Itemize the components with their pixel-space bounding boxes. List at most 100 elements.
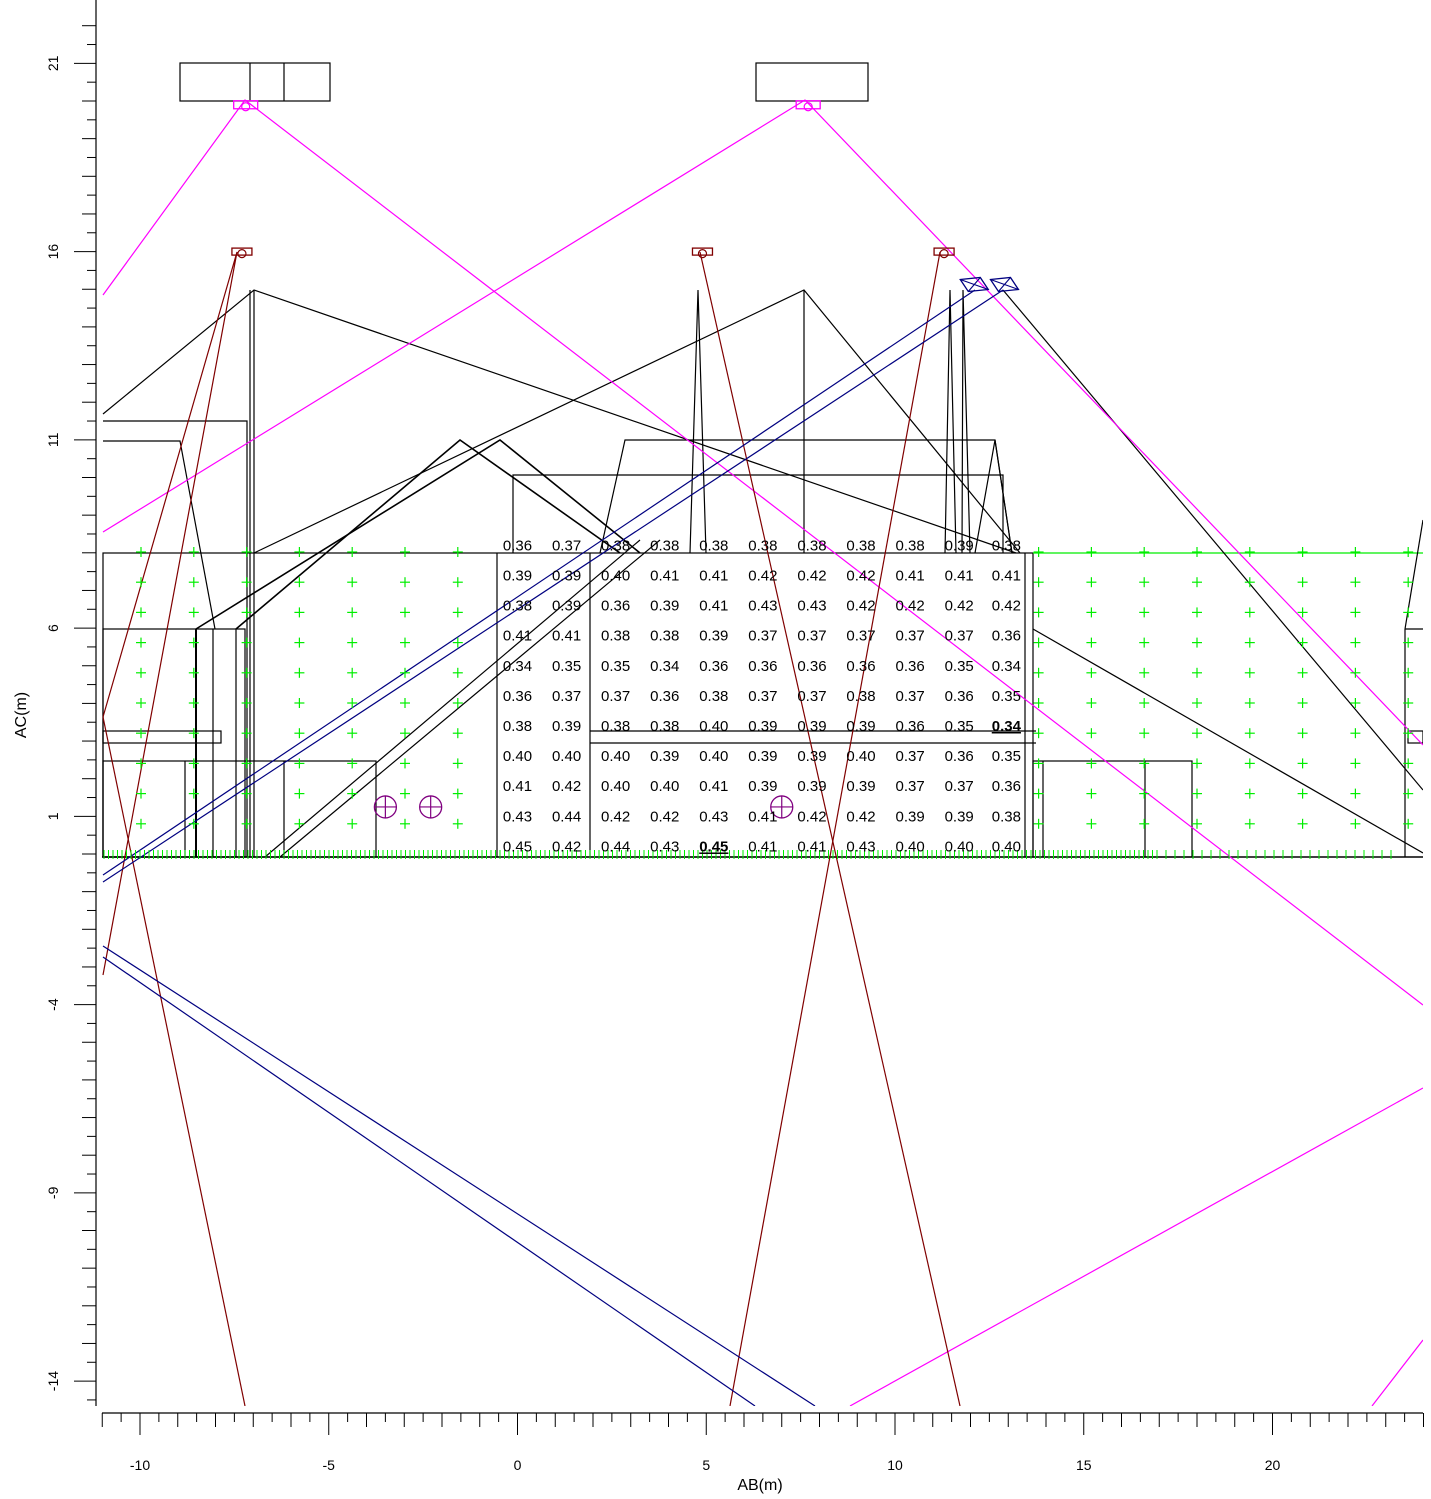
illuminance-value: 0.37 <box>895 688 924 705</box>
illuminance-value: 0.38 <box>992 537 1021 554</box>
illuminance-value: 0.36 <box>503 537 532 554</box>
floodlight-maroon-1 <box>691 247 714 259</box>
illuminance-value: 0.41 <box>992 567 1021 584</box>
stair-line-2 <box>279 539 661 858</box>
mid-spire <box>689 289 707 554</box>
illuminance-value: 0.35 <box>601 658 630 675</box>
floodlight-maroon-0 <box>231 247 253 259</box>
y-tick-label: 11 <box>45 432 61 447</box>
illuminance-value: 0.41 <box>797 838 826 855</box>
illuminance-value: 0.35 <box>992 688 1021 705</box>
illuminance-value: 0.41 <box>699 598 728 615</box>
illuminance-value: 0.34 <box>650 658 679 675</box>
illuminance-value: 0.40 <box>992 838 1021 855</box>
illuminance-value: 0.39 <box>748 748 777 765</box>
illuminance-value: 0.39 <box>552 718 581 735</box>
top-fixture-box-left <box>179 62 331 102</box>
floodlight-navy-0 <box>959 276 990 293</box>
illuminance-value: 0.36 <box>503 688 532 705</box>
illuminance-value: 0.41 <box>895 567 924 584</box>
x-tick-label: -10 <box>130 1457 150 1473</box>
illuminance-value: 0.42 <box>552 838 581 855</box>
building-outline <box>102 62 1423 858</box>
illuminance-value: 0.38 <box>503 718 532 735</box>
beam-magenta-4 <box>1371 1339 1423 1406</box>
beam-navy-1 <box>102 289 976 876</box>
illuminance-value: 0.35 <box>992 748 1021 765</box>
illuminance-value: 0.37 <box>846 628 875 645</box>
light-beams <box>102 99 1423 1406</box>
pole-symbol-2 <box>770 795 794 819</box>
floodlight-magenta-0 <box>233 100 259 112</box>
illuminance-value: 0.36 <box>650 688 679 705</box>
illuminance-value: 0.40 <box>601 778 630 795</box>
illuminance-value: 0.40 <box>601 748 630 765</box>
illuminance-value: 0.38 <box>797 537 826 554</box>
beam-magenta-1 <box>102 99 1423 1006</box>
y-tick-label: 1 <box>45 812 61 820</box>
illuminance-value: 0.38 <box>503 598 532 615</box>
illuminance-value: 0.42 <box>846 808 875 825</box>
illuminance-value: 0.38 <box>601 537 630 554</box>
illuminance-value: 0.39 <box>797 748 826 765</box>
floodlight-magenta-0-body <box>233 100 259 110</box>
right-spire-2 <box>961 289 971 554</box>
illuminance-value: 0.38 <box>748 537 777 554</box>
illuminance-value: 0.44 <box>601 838 630 855</box>
illuminance-value: 0.43 <box>650 838 679 855</box>
right-spire <box>944 289 957 554</box>
illuminance-value: 0.39 <box>650 598 679 615</box>
illuminance-value: 0.38 <box>846 537 875 554</box>
illuminance-value: 0.43 <box>503 808 532 825</box>
illuminance-value: 0.43 <box>748 598 777 615</box>
left-canopy <box>102 730 222 744</box>
illuminance-value: 0.42 <box>992 598 1021 615</box>
illuminance-value: 0.42 <box>797 567 826 584</box>
right-spire-3 <box>974 439 1013 554</box>
illuminance-value: 0.41 <box>503 628 532 645</box>
x-axis-title: AB(m) <box>737 1477 782 1494</box>
illuminance-value: 0.40 <box>945 838 974 855</box>
beam-navy-4 <box>102 956 756 1406</box>
right-diagonal <box>1032 628 1423 854</box>
illuminance-value: 0.39 <box>797 778 826 795</box>
illuminance-value: 0.36 <box>699 658 728 675</box>
central-hall <box>512 474 1004 553</box>
illuminance-value: 0.45 <box>503 838 532 855</box>
illuminance-value: 0.39 <box>945 537 974 554</box>
illuminance-value: 0.38 <box>650 718 679 735</box>
illuminance-value: 0.36 <box>895 658 924 675</box>
illuminance-value: 0.39 <box>699 628 728 645</box>
illuminance-value: 0.42 <box>797 808 826 825</box>
illuminance-value: 0.37 <box>895 628 924 645</box>
floodlight-magenta-0-lamp <box>241 102 251 112</box>
x-tick-label: 20 <box>1265 1457 1281 1473</box>
pole-symbol-0 <box>373 795 398 819</box>
illuminance-value: 0.36 <box>992 628 1021 645</box>
illuminance-value: 0.39 <box>797 718 826 735</box>
illuminance-value: 0.40 <box>895 838 924 855</box>
illuminance-value: 0.42 <box>895 598 924 615</box>
illuminance-value: 0.37 <box>797 628 826 645</box>
y-tick-label: 21 <box>45 55 61 71</box>
illuminance-value: 0.38 <box>895 537 924 554</box>
illuminance-value: 0.39 <box>945 808 974 825</box>
y-tick-label: -4 <box>45 998 61 1011</box>
beam-maroon-2 <box>102 716 246 1406</box>
illuminance-value: 0.39 <box>552 598 581 615</box>
left-upper-floor <box>103 440 216 630</box>
floodlight-maroon-2-body <box>933 247 955 256</box>
central-gable <box>195 439 641 630</box>
illuminance-value: 0.42 <box>601 808 630 825</box>
illuminance-value: 0.39 <box>650 748 679 765</box>
illuminance-value: 0.40 <box>699 748 728 765</box>
illuminance-value: 0.42 <box>846 567 875 584</box>
illuminance-value: 0.42 <box>846 598 875 615</box>
beam-magenta-3 <box>849 1087 1423 1406</box>
illuminance-value: 0.37 <box>945 778 974 795</box>
illuminance-value: 0.37 <box>552 537 581 554</box>
illuminance-value: 0.36 <box>846 658 875 675</box>
right-roof-slope <box>1002 289 1423 791</box>
